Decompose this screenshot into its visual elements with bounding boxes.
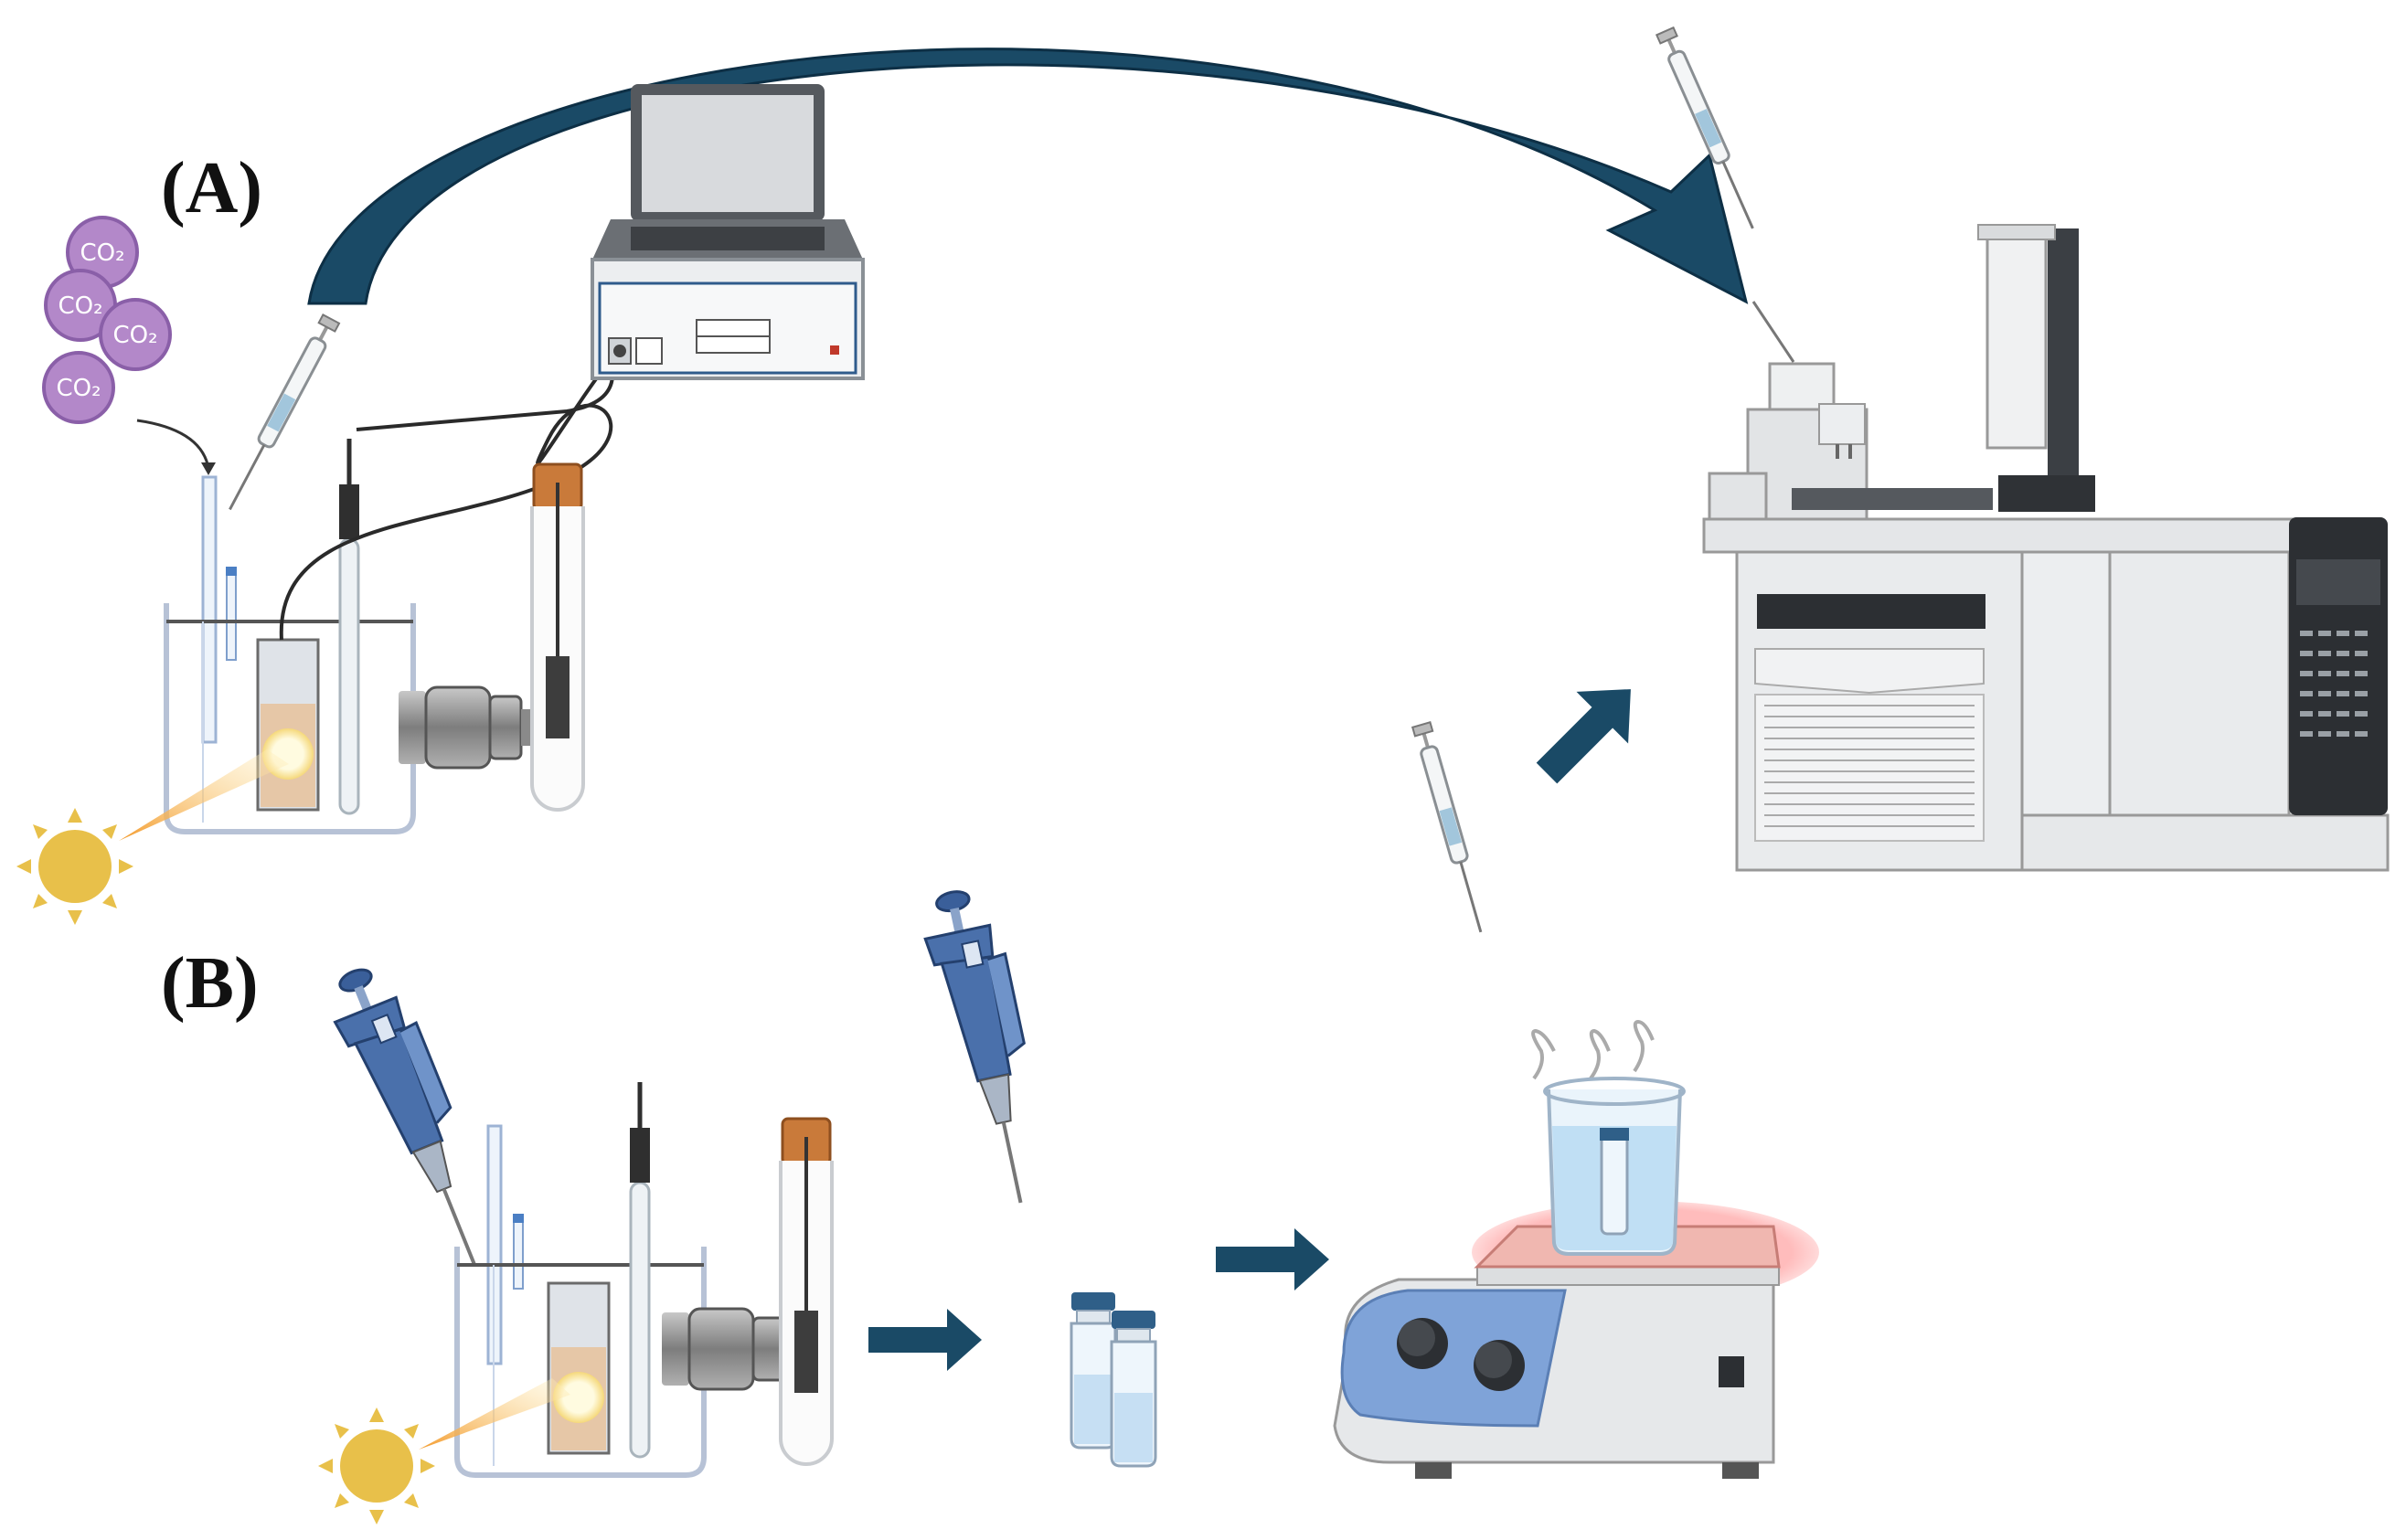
- vial-icon: [1110, 1309, 1157, 1468]
- sun-icon: [16, 808, 133, 925]
- gas-chromatograph-icon: [1702, 224, 2390, 872]
- panel-label-a: (A): [161, 148, 263, 228]
- flow-arrow-icon: [868, 1309, 982, 1371]
- micropipette-icon: [318, 954, 511, 1282]
- co2-label: CO₂: [56, 375, 101, 402]
- co2-bubble-icon: CO₂: [44, 269, 117, 342]
- panel-label-b: (B): [161, 943, 259, 1024]
- potentiostat-icon: [591, 258, 865, 380]
- co2-bubble-icon: CO₂: [99, 298, 172, 371]
- co2-label: CO₂: [80, 239, 124, 267]
- beaker-icon: [1531, 1019, 1686, 1256]
- syringe-icon: [1411, 720, 1492, 937]
- sun-icon: [318, 1407, 435, 1524]
- micropipette-icon: [915, 882, 1059, 1213]
- flow-arrow-icon: [307, 48, 1749, 305]
- test-tube-icon: [530, 462, 585, 812]
- light-beam: [119, 749, 289, 841]
- light-source-icon: [397, 685, 550, 770]
- test-tube-icon: [779, 1117, 834, 1466]
- co2-bubble-icon: CO₂: [42, 351, 115, 424]
- light-beam: [419, 1378, 570, 1450]
- co2-bubbles: CO₂ CO₂ CO₂ CO₂: [42, 216, 216, 475]
- flow-arrow-icon: [1216, 1228, 1329, 1290]
- vial-icon: [1070, 1290, 1117, 1450]
- gas-inlet-tube: [201, 475, 218, 744]
- syringe-icon: [222, 314, 339, 514]
- co2-label: CO₂: [58, 292, 102, 320]
- co2-label: CO₂: [112, 322, 157, 349]
- cable: [279, 353, 616, 641]
- laptop-icon: [592, 84, 863, 260]
- flow-arrow-icon: [1536, 689, 1631, 784]
